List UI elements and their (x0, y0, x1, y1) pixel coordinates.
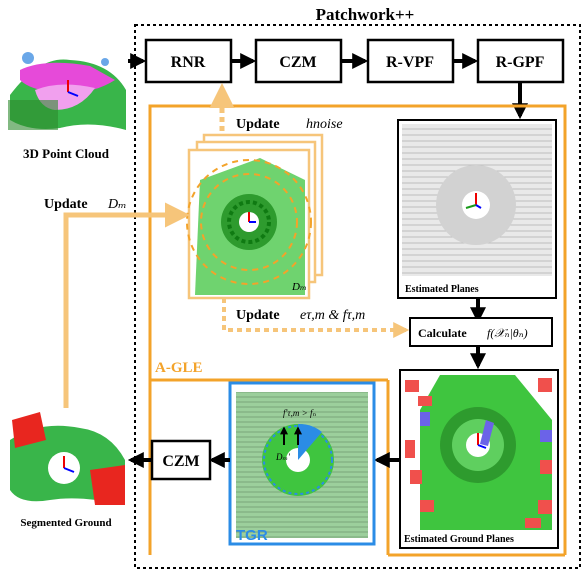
arrow-update-dm-path (63, 212, 185, 408)
tgr-condition: f'τ,m > fₙ (283, 408, 316, 418)
tgr-label: TGR (236, 527, 268, 544)
estimated-ground-planes-image: Estimated Ground Planes (399, 369, 559, 549)
calculate-math: f(𝒳ₙ|θₙ) (487, 326, 528, 340)
rvpf-label: R-VPF (386, 54, 434, 71)
input-point-cloud-image (6, 40, 128, 140)
tgr-dm-tag: Dₘ' (275, 452, 291, 462)
czm-module: CZM (254, 38, 343, 84)
agle-label: A-GLE (155, 360, 203, 376)
update-dm-symbol: Dₘ (107, 197, 127, 212)
update-noise-word: Update (236, 117, 280, 132)
patch-dm-tag: Dₘ (291, 281, 307, 293)
czm-bottom-label: CZM (162, 453, 199, 470)
estimated-planes-image: Estimated Planes (397, 119, 557, 299)
output-label: Segmented Ground (20, 517, 111, 529)
calculate-module: Calculate f(𝒳ₙ|θₙ) (409, 317, 553, 347)
agle-boundary (148, 104, 567, 555)
patchwork-boundary (134, 24, 581, 569)
czm-label: CZM (279, 54, 316, 71)
czm-bottom-module: CZM (150, 439, 212, 481)
rnr-module: RNR (144, 38, 233, 84)
segmented-ground-image (6, 408, 128, 508)
tgr-module: f'τ,m > fₙ Dₘ' TGR (228, 381, 376, 546)
update-ef-word: Update (236, 308, 280, 323)
estimated-planes-label: Estimated Planes (405, 284, 479, 295)
patch-stack: Dₘ (186, 133, 324, 300)
update-ef-symbol: eτ,m & fτ,m (300, 308, 365, 323)
rnr-label: RNR (171, 54, 206, 71)
update-dm-word: Update (44, 197, 88, 212)
rgpf-label: R-GPF (496, 54, 545, 71)
page-title: Patchwork++ (316, 5, 415, 24)
input-label: 3D Point Cloud (23, 146, 110, 161)
arrow-update-ef (222, 298, 405, 332)
rvpf-module: R-VPF (366, 38, 455, 84)
update-noise-symbol: hnoise (306, 117, 343, 132)
estimated-ground-planes-label: Estimated Ground Planes (404, 534, 514, 545)
rgpf-module: R-GPF (476, 38, 565, 84)
calculate-label: Calculate (418, 326, 467, 340)
